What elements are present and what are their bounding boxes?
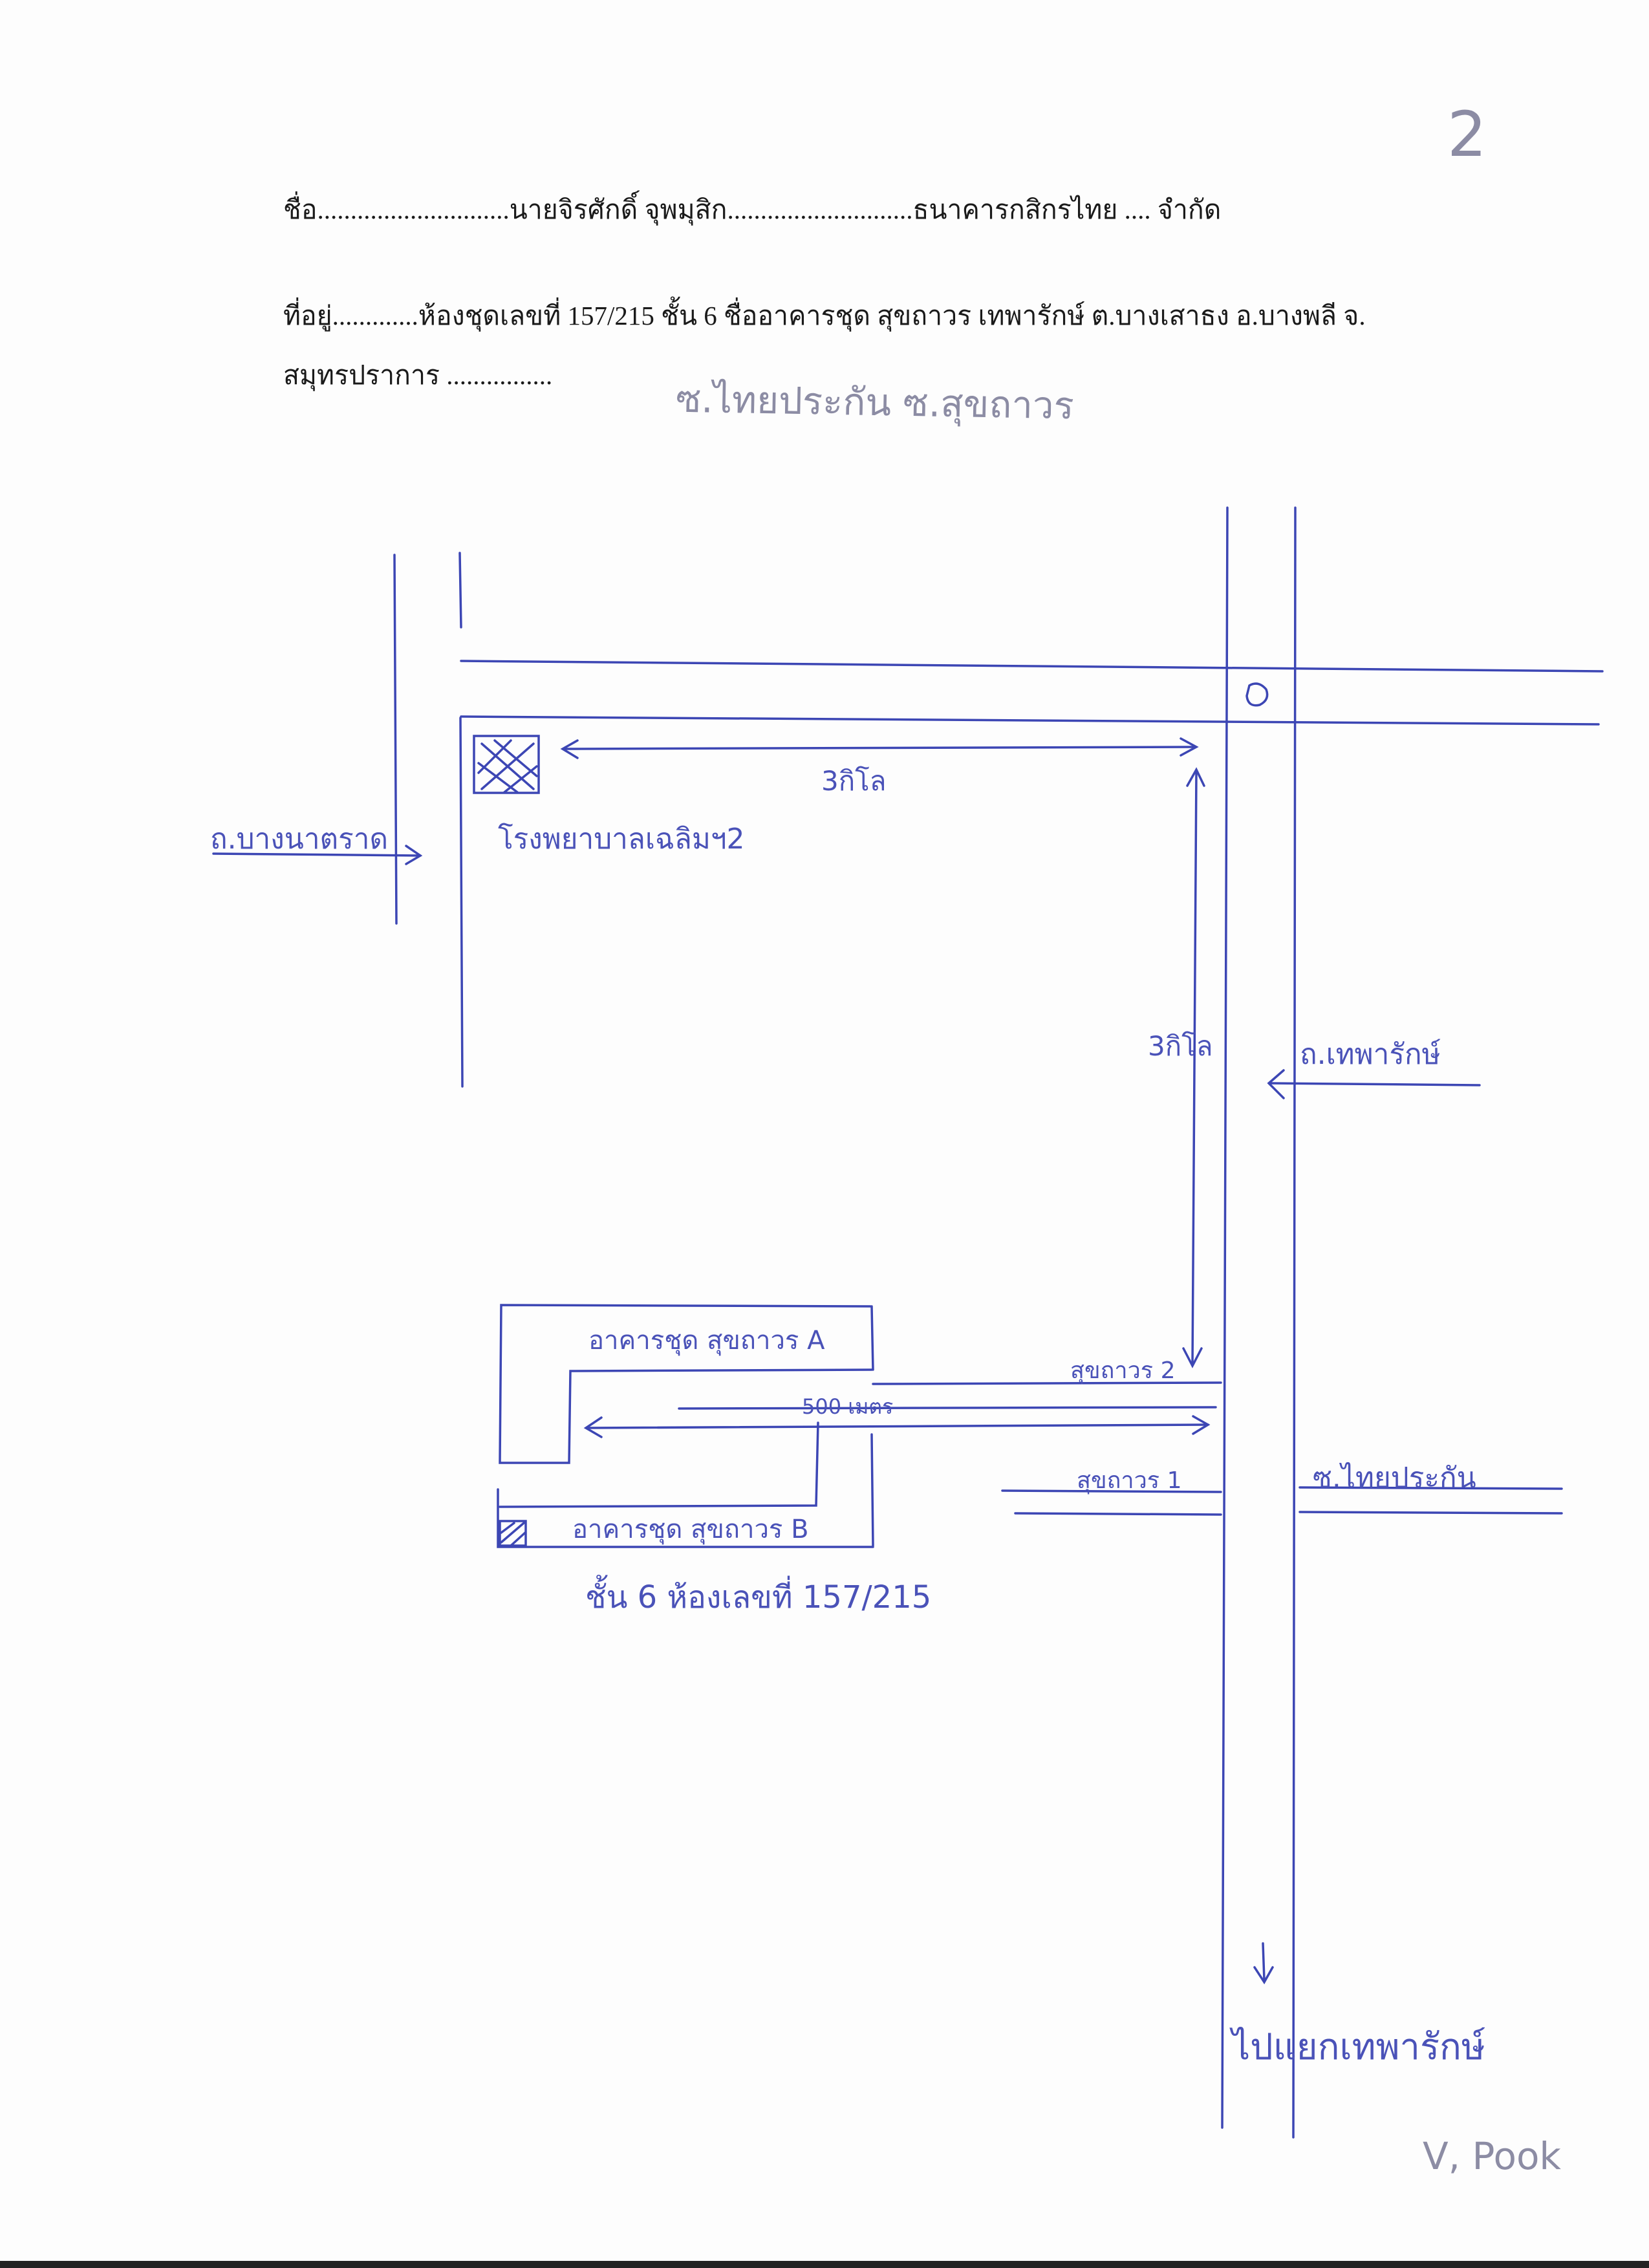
road-line <box>460 660 1604 673</box>
arrowhead <box>1253 1966 1274 1985</box>
signature: V, Pook <box>1423 2134 1562 2178</box>
unit-label: ชั้น 6 ห้องเลขที่ 157/215 <box>585 1579 932 1615</box>
building-a-outline <box>870 1305 874 1371</box>
handwritten-note: ซ.ไทยประกัน ซ.สุขถาวร <box>675 376 1075 428</box>
scan-edge <box>0 2261 1649 2268</box>
road-arrow <box>1269 1082 1481 1086</box>
soi-line <box>1299 1486 1563 1490</box>
soi-thai-label: ซ.ไทยประกัน <box>1313 1462 1476 1495</box>
hospital-marker <box>473 735 540 794</box>
soi-line <box>1001 1489 1222 1493</box>
arrowhead <box>405 845 423 865</box>
name-line: ชื่อ.............................นายจิรศ… <box>283 195 1222 224</box>
arrowhead <box>1267 1069 1285 1099</box>
distance-short: 500 เมตร <box>802 1394 894 1419</box>
address-line-2: สมุทรปราการ ................ <box>283 360 553 390</box>
building-b-outline <box>499 1421 819 1508</box>
building-b-outline <box>497 1488 874 1548</box>
direction-arrow <box>1262 1942 1266 1982</box>
distance-arrow <box>563 746 1196 750</box>
soi-2-label: สุขถาวร 2 <box>1070 1357 1176 1384</box>
bottom-direction-label: ไปแยกเทพารักษ์ <box>1232 2026 1485 2068</box>
arrowhead <box>560 739 579 759</box>
arrowhead <box>1192 1415 1211 1435</box>
building-a-outline <box>499 1304 873 1464</box>
road-line <box>393 554 398 925</box>
building-b-label: อาคารชุด สุขถาวร B <box>572 1515 809 1544</box>
arrowhead <box>583 1416 603 1438</box>
road-left-label: ถ.บางนาตราด <box>210 823 389 856</box>
road-line <box>1221 506 1229 2129</box>
building-a-label: อาคารชุด สุขถาวร A <box>588 1326 825 1355</box>
soi-line <box>1299 1511 1563 1515</box>
distance-horizontal: 3กิโล <box>821 765 887 797</box>
page-number: 2 <box>1447 98 1487 171</box>
distance-arrow <box>1191 770 1198 1366</box>
soi-1-label: สุขถาวร 1 <box>1077 1467 1182 1494</box>
road-right-label: ถ.เทพารักษ์ <box>1300 1038 1441 1071</box>
soi-line <box>1014 1512 1222 1516</box>
building-b-outline <box>870 1433 874 1547</box>
distance-arrow <box>586 1423 1209 1429</box>
road-line <box>460 715 1600 726</box>
distance-vertical: 3กิโล <box>1148 1030 1213 1062</box>
road-arrow <box>212 852 422 857</box>
soi-line <box>872 1381 1222 1385</box>
hospital-marker <box>477 739 538 794</box>
road-line <box>459 717 464 1088</box>
connector-line <box>678 1406 1217 1410</box>
intersection-mark <box>1245 682 1269 707</box>
address-line-1: ที่อยู่.............ห้องชุดเลขที่ 157/21… <box>283 301 1366 330</box>
arrowhead <box>1186 767 1205 787</box>
arrowhead <box>1180 737 1199 757</box>
road-line <box>458 552 462 629</box>
unit-marker <box>500 1522 526 1547</box>
road-line <box>1292 506 1297 2139</box>
arrowhead <box>1182 1347 1203 1368</box>
hospital-label: โรงพยาบาลเฉลิมฯ2 <box>498 823 745 856</box>
